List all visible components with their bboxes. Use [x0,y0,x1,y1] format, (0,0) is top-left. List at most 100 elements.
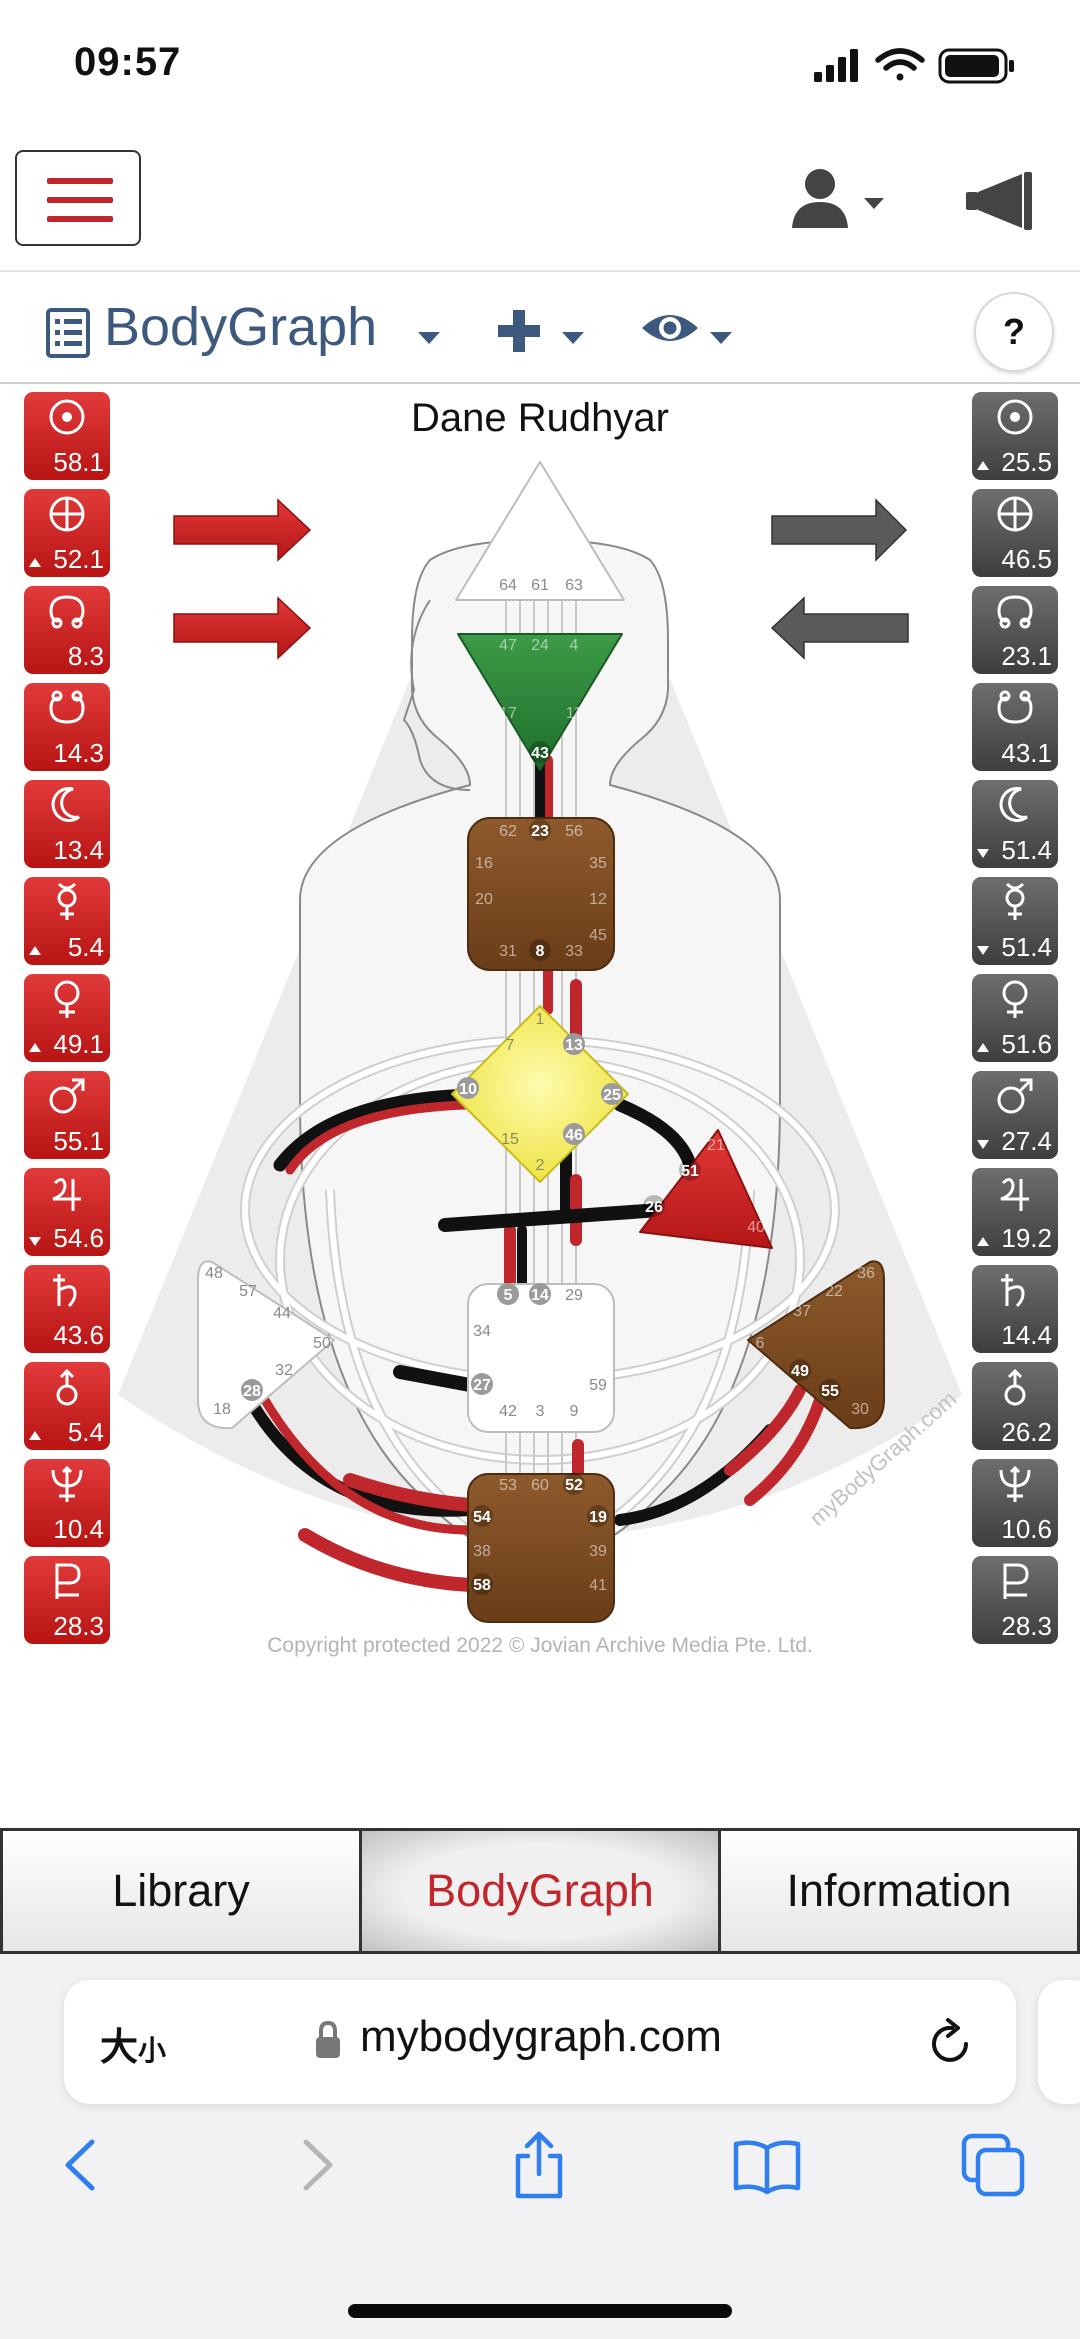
gate-number[interactable]: 48 [205,1265,223,1282]
tab-library[interactable]: Library [3,1831,359,1951]
user-menu-button[interactable] [790,166,900,236]
planet-tile[interactable]: 52.1 [24,489,110,577]
planet-tile[interactable]: 14.4 [972,1265,1058,1353]
text-size-button[interactable]: 大小 [100,2016,166,2071]
root-center[interactable] [467,1473,615,1623]
gate-number[interactable]: 13 [565,1037,583,1054]
gate-number[interactable]: 32 [275,1362,293,1379]
planet-tile[interactable]: 51.4 [972,877,1058,965]
gate-number[interactable]: 24 [531,637,549,654]
throat-center[interactable] [467,817,615,971]
gate-number[interactable]: 45 [589,927,607,944]
gate-number[interactable]: 7 [506,1037,515,1054]
planet-tile[interactable]: 28.3 [972,1556,1058,1644]
gate-number[interactable]: 33 [565,943,583,960]
planet-tile[interactable]: 51.6 [972,974,1058,1062]
gate-number[interactable]: 22 [825,1283,843,1300]
announcements-button[interactable] [960,166,1040,236]
planet-tile[interactable]: 43.6 [24,1265,110,1353]
gate-number[interactable]: 44 [273,1305,291,1322]
reload-icon[interactable] [926,2016,976,2068]
gate-number[interactable]: 43 [531,745,549,762]
planet-tile[interactable]: 46.5 [972,489,1058,577]
gate-number[interactable]: 11 [566,705,583,722]
bookmarks-button[interactable] [732,2130,802,2200]
view-options-button[interactable] [640,308,700,348]
planet-tile[interactable]: 13.4 [24,780,110,868]
gate-number[interactable]: 39 [589,1543,607,1560]
gate-number[interactable]: 18 [213,1401,231,1418]
gate-number[interactable]: 14 [531,1287,549,1304]
gate-number[interactable]: 15 [501,1131,519,1148]
planet-tile[interactable]: 58.1 [24,392,110,480]
gate-number[interactable]: 53 [499,1477,517,1494]
gate-number[interactable]: 51 [681,1163,699,1180]
planet-tile[interactable]: 10.4 [24,1459,110,1547]
gate-number[interactable]: 40 [747,1219,765,1236]
gate-number[interactable]: 59 [589,1377,607,1394]
planet-tile[interactable]: 28.3 [24,1556,110,1644]
gate-number[interactable]: 3 [536,1403,545,1420]
hamburger-menu-button[interactable] [15,150,141,246]
gate-number[interactable]: 42 [499,1403,517,1420]
gate-number[interactable]: 50 [313,1335,331,1352]
planet-tile[interactable]: 54.6 [24,1168,110,1256]
gate-number[interactable]: 49 [791,1363,809,1380]
gate-number[interactable]: 60 [531,1477,549,1494]
gate-number[interactable]: 19 [589,1509,607,1526]
gate-number[interactable]: 52 [565,1477,583,1494]
gate-number[interactable]: 25 [603,1087,621,1104]
planet-tile[interactable]: 26.2 [972,1362,1058,1450]
bodygraph-menu-dropdown[interactable]: BodyGraph [104,297,378,357]
gate-number[interactable]: 35 [589,855,607,872]
gate-number[interactable]: 58 [473,1577,491,1594]
gate-number[interactable]: 46 [565,1127,583,1144]
gate-number[interactable]: 17 [499,705,517,722]
address-bar[interactable]: 大小 mybodygraph.com [64,1980,1016,2104]
planet-tile[interactable]: 55.1 [24,1071,110,1159]
gate-number[interactable]: 31 [499,943,517,960]
head-center[interactable] [455,461,625,601]
gate-number[interactable]: 29 [565,1287,583,1304]
planet-tile[interactable]: 5.4 [24,1362,110,1450]
heart-center[interactable] [639,1129,773,1249]
gate-number[interactable]: 23 [531,823,549,840]
gate-number[interactable]: 16 [475,855,493,872]
gate-number[interactable]: 1 [536,1011,545,1028]
solar-plexus-center[interactable] [747,1260,885,1430]
planet-tile[interactable]: 8.3 [24,586,110,674]
gate-number[interactable]: 26 [645,1199,663,1216]
gate-number[interactable]: 54 [473,1509,491,1526]
planet-tile[interactable]: 23.1 [972,586,1058,674]
gate-number[interactable]: 2 [536,1157,545,1174]
spleen-center[interactable] [197,1260,335,1430]
gate-number[interactable]: 63 [565,577,583,594]
planet-tile[interactable]: 19.2 [972,1168,1058,1256]
forward-button[interactable] [280,2130,350,2200]
gate-number[interactable]: 9 [570,1403,579,1420]
planet-tile[interactable]: 25.5 [972,392,1058,480]
planet-tile[interactable]: 14.3 [24,683,110,771]
gate-number[interactable]: 41 [589,1577,607,1594]
gate-number[interactable]: 34 [473,1323,491,1340]
share-button[interactable] [504,2130,574,2200]
gate-number[interactable]: 55 [821,1383,839,1400]
gate-number[interactable]: 62 [499,823,517,840]
planet-tile[interactable]: 51.4 [972,780,1058,868]
next-tab-preview[interactable] [1038,1980,1080,2104]
tab-bodygraph[interactable]: BodyGraph [362,1831,718,1951]
planet-tile[interactable]: 5.4 [24,877,110,965]
gate-number[interactable]: 36 [857,1265,875,1282]
gate-number[interactable]: 27 [473,1377,491,1394]
gate-number[interactable]: 28 [243,1383,261,1400]
gate-number[interactable]: 64 [499,577,517,594]
help-button[interactable]: ? [974,292,1054,372]
gate-number[interactable]: 6 [756,1335,765,1352]
gate-number[interactable]: 12 [589,891,607,908]
back-button[interactable] [48,2130,118,2200]
gate-number[interactable]: 30 [851,1401,869,1418]
planet-tile[interactable]: 49.1 [24,974,110,1062]
gate-number[interactable]: 47 [499,637,517,654]
add-button[interactable] [496,308,542,354]
